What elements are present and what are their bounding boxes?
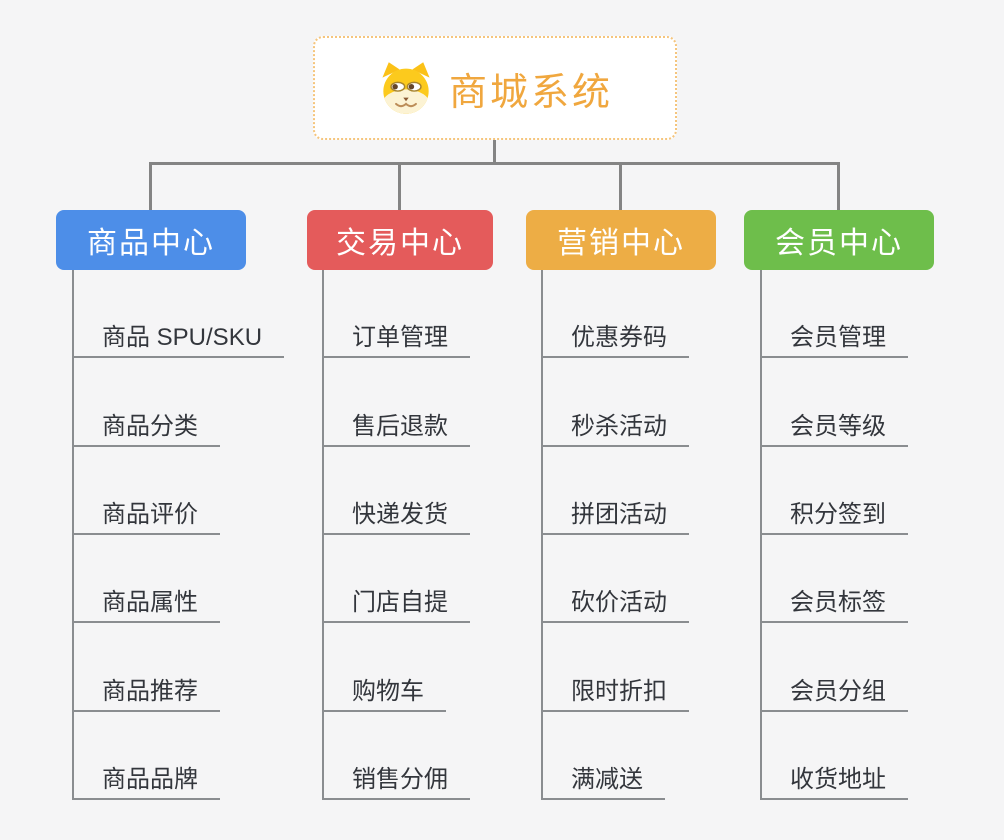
connector-stub-branch-3	[619, 164, 622, 210]
child-node[interactable]: 限时折扣	[543, 623, 689, 712]
branch-node-marketing-center[interactable]: 营销中心	[526, 210, 716, 270]
branch-label: 交易中心	[336, 227, 464, 260]
branch-label: 营销中心	[557, 227, 685, 260]
child-node[interactable]: 销售分佣	[324, 712, 470, 800]
connector-horizontal-rail	[149, 162, 840, 165]
child-node[interactable]: 售后退款	[324, 358, 470, 447]
child-node[interactable]: 会员管理	[762, 270, 908, 359]
child-node[interactable]: 商品品牌	[74, 712, 220, 800]
child-node[interactable]: 商品 SPU/SKU	[74, 270, 285, 359]
child-node[interactable]: 商品推荐	[74, 623, 220, 712]
children-column-product: 商品 SPU/SKU 商品分类 商品评价 商品属性 商品推荐 商品品牌	[72, 270, 285, 800]
children-column-member: 会员管理 会员等级 积分签到 会员标签 会员分组 收货地址	[760, 270, 908, 800]
branch-label: 商品中心	[87, 227, 215, 260]
child-node[interactable]: 收货地址	[762, 712, 908, 800]
child-node[interactable]: 会员标签	[762, 535, 908, 624]
root-node-label: 商城系统	[448, 71, 613, 114]
connector-stub-branch-4	[837, 164, 840, 210]
child-node[interactable]: 拼团活动	[543, 447, 689, 535]
child-node[interactable]: 商品属性	[74, 535, 220, 624]
child-node[interactable]: 满减送	[543, 712, 665, 800]
child-node[interactable]: 门店自提	[324, 535, 470, 624]
child-node[interactable]: 砍价活动	[543, 535, 689, 624]
child-node[interactable]: 会员分组	[762, 623, 908, 712]
child-node[interactable]: 会员等级	[762, 358, 908, 447]
branch-node-trade-center[interactable]: 交易中心	[307, 210, 493, 270]
connector-root-stub	[493, 140, 496, 164]
branch-node-product-center[interactable]: 商品中心	[56, 210, 246, 270]
children-column-marketing: 优惠券码 秒杀活动 拼团活动 砍价活动 限时折扣 满减送	[541, 270, 689, 800]
child-node[interactable]: 购物车	[324, 623, 446, 712]
dog-face-icon	[382, 61, 430, 114]
child-node[interactable]: 优惠券码	[543, 270, 689, 359]
branch-node-member-center[interactable]: 会员中心	[744, 210, 934, 270]
child-node[interactable]: 积分签到	[762, 447, 908, 535]
child-node[interactable]: 快递发货	[324, 447, 470, 535]
branch-label: 会员中心	[775, 227, 903, 260]
root-node-mall-system[interactable]: 商城系统	[313, 36, 677, 140]
child-node[interactable]: 商品评价	[74, 447, 220, 535]
child-node[interactable]: 订单管理	[324, 270, 470, 359]
child-node[interactable]: 商品分类	[74, 358, 220, 447]
connector-stub-branch-1	[149, 164, 152, 210]
children-column-trade: 订单管理 售后退款 快递发货 门店自提 购物车 销售分佣	[322, 270, 470, 800]
child-node[interactable]: 秒杀活动	[543, 358, 689, 447]
connector-stub-branch-2	[398, 164, 401, 210]
